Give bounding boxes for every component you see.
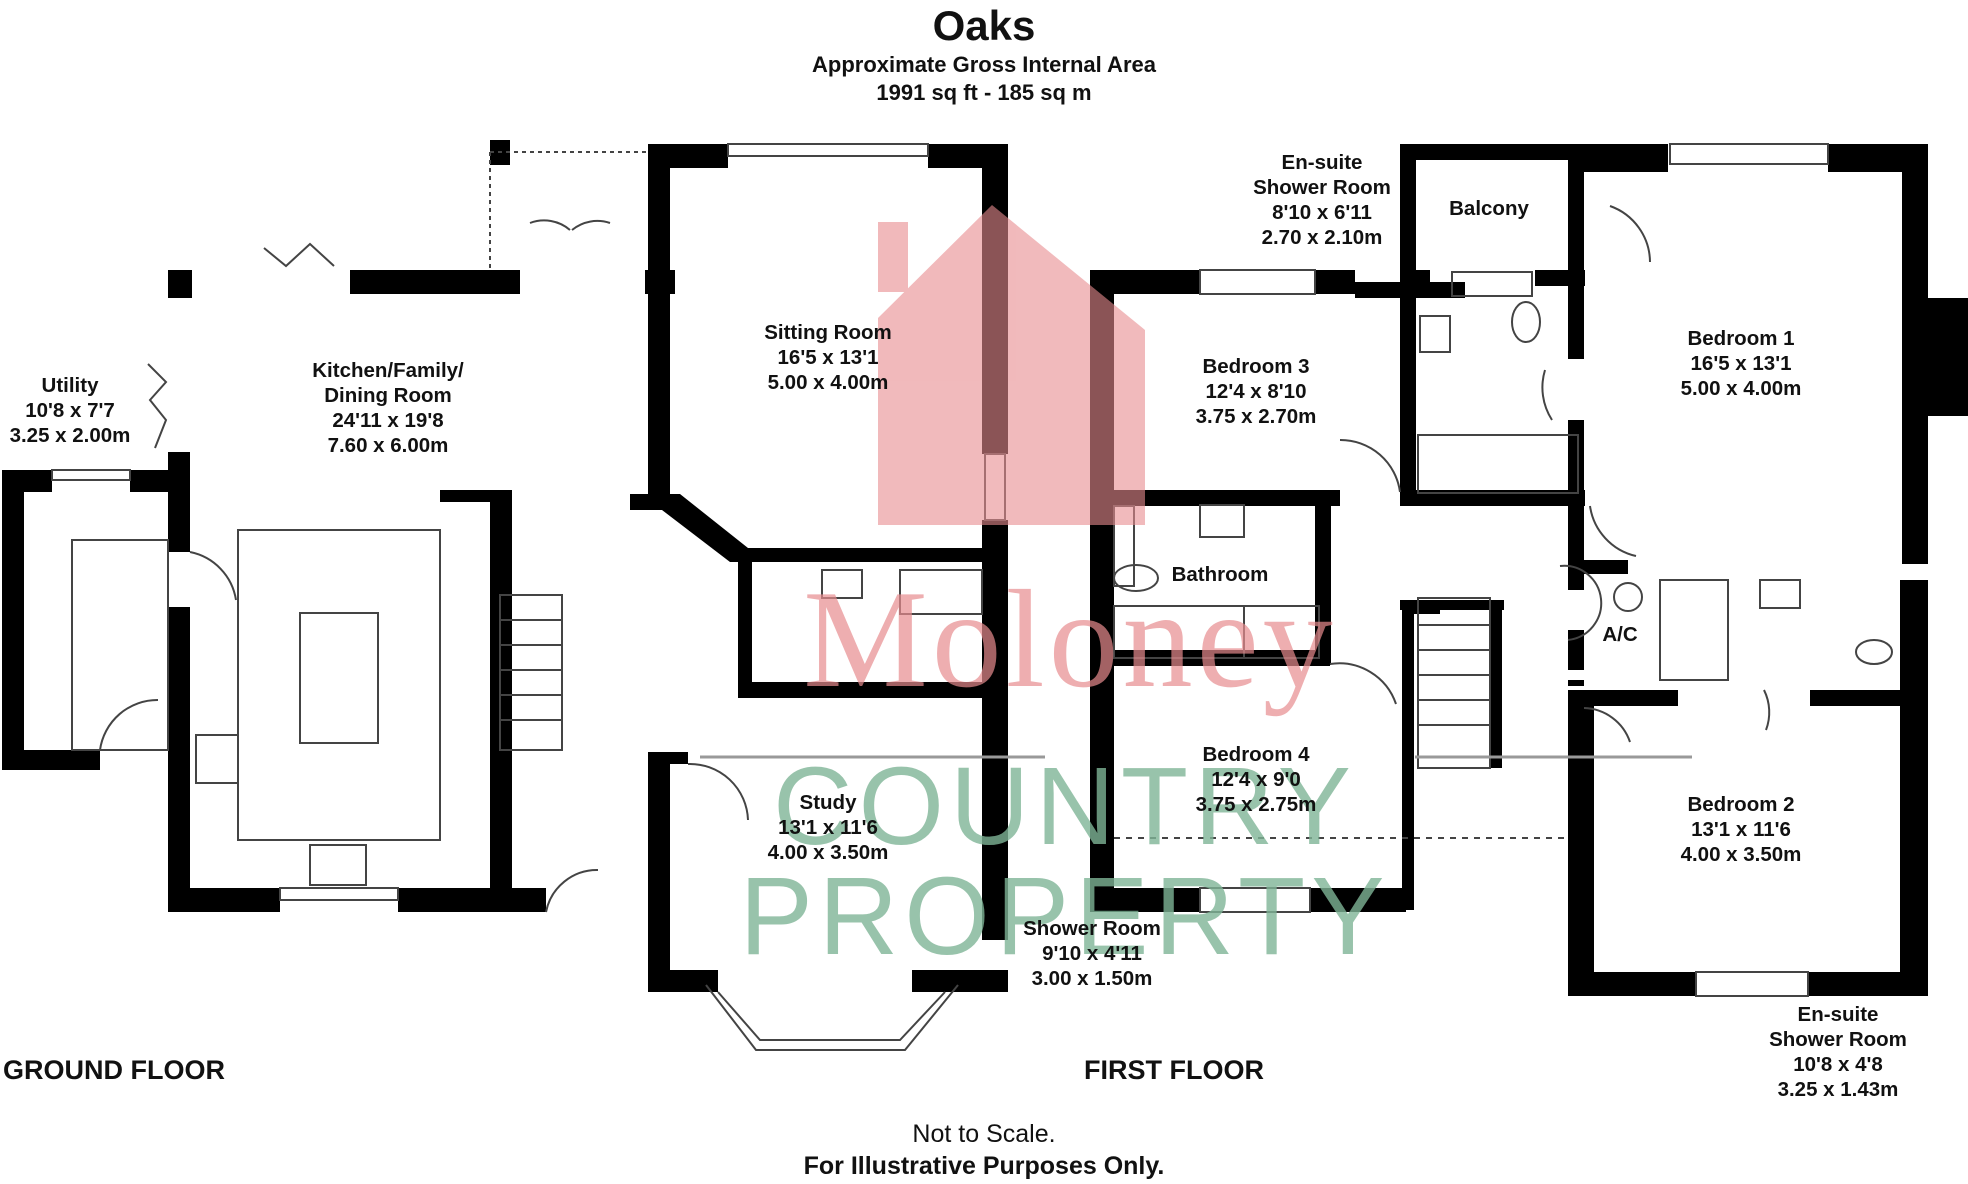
room-label-ac: A/C [1602, 623, 1638, 646]
room-label-balcony: Balcony [1449, 197, 1529, 220]
ground-floor-label: GROUND FLOOR [3, 1055, 225, 1085]
first-floor-label: FIRST FLOOR [1084, 1055, 1264, 1085]
ground-floor-fixtures [51, 143, 1006, 1051]
watermark-company: COUNTRY PROPERTY [739, 745, 1391, 978]
room-label-bathroom: Bathroom [1171, 563, 1269, 586]
footer-scale-note: Not to Scale. [912, 1120, 1056, 1148]
plan-area: 1991 sq ft - 185 sq m [876, 80, 1092, 105]
ground-floor-walls [2, 140, 1008, 992]
plan-title: Oaks [932, 2, 1036, 49]
footer-disclaimer: For Illustrative Purposes Only. [803, 1152, 1165, 1180]
first-floor-fixtures [1113, 143, 1893, 997]
watermark-house-logo [878, 205, 1145, 525]
plan-subtitle: Approximate Gross Internal Area [812, 52, 1156, 77]
watermark-name: Moloney [803, 562, 1337, 717]
